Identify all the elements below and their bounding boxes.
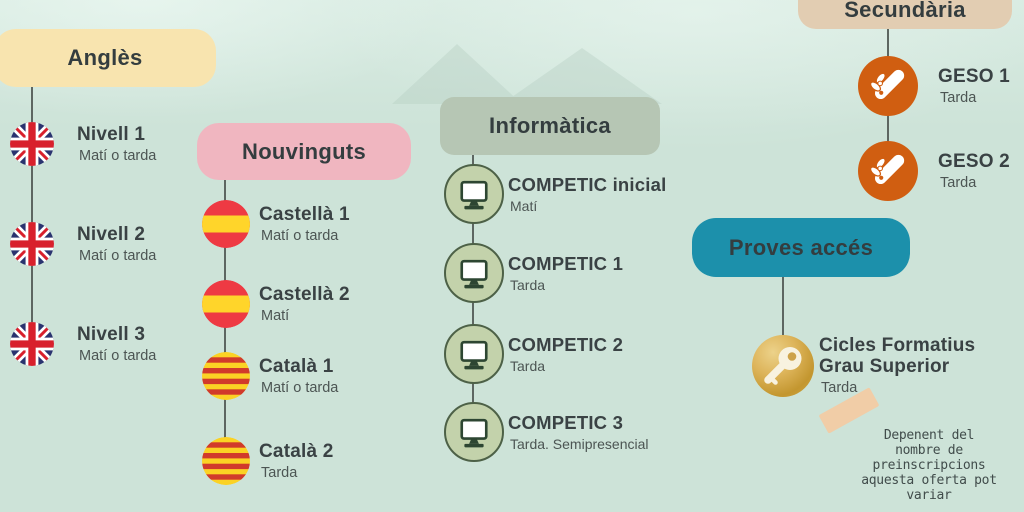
- disclaimer-note: Depenent del nombre de preinscripcions a…: [861, 428, 997, 503]
- connector-line-angles: [31, 86, 33, 346]
- course-schedule: Tarda: [821, 380, 858, 396]
- header-secundaria: Secundària: [798, 0, 1012, 29]
- course-schedule: Tarda: [940, 174, 977, 191]
- course-item-competic-1: COMPETIC 1 Tarda: [444, 243, 623, 303]
- course-item-nivell-1: Nivell 1 Matí o tarda: [10, 122, 156, 166]
- header-secundaria-label: Secundària: [844, 0, 966, 22]
- course-schedule: Matí o tarda: [79, 347, 157, 364]
- course-title: Cicles Formatius Grau Superior: [819, 335, 976, 377]
- course-title: COMPETIC 1: [508, 252, 624, 274]
- header-proves-acces: Proves accés: [692, 218, 910, 277]
- uk-flag-icon: [10, 122, 54, 166]
- computer-icon: [444, 164, 504, 224]
- uk-flag-icon: [10, 322, 54, 366]
- course-schedule: Tarda: [510, 357, 546, 374]
- course-schedule: Matí: [510, 197, 538, 214]
- header-angles: Anglès: [0, 29, 216, 87]
- computer-icon: [444, 324, 504, 384]
- course-item-catala-2: Català 2 Tarda: [202, 437, 333, 485]
- course-schedule: Matí: [261, 307, 290, 324]
- course-title: Nivell 3: [77, 323, 146, 345]
- course-schedule: Tarda: [940, 89, 977, 106]
- course-item-nivell-3: Nivell 3 Matí o tarda: [10, 322, 156, 366]
- course-title: Català 1: [259, 355, 334, 377]
- course-title: GESO 1: [938, 65, 1010, 87]
- course-schedule: Matí o tarda: [79, 147, 157, 164]
- header-informatica-label: Informàtica: [489, 113, 611, 138]
- diploma-icon: [858, 56, 918, 116]
- course-title: COMPETIC 2: [508, 333, 624, 355]
- course-schedule: Matí o tarda: [261, 227, 339, 244]
- header-proves-acces-label: Proves accés: [728, 234, 874, 260]
- course-item-nivell-2: Nivell 2 Matí o tarda: [10, 222, 156, 266]
- course-title: Castellà 1: [259, 203, 350, 225]
- spain-flag-icon: [202, 200, 250, 248]
- header-nouvinguts-label: Nouvinguts: [242, 138, 366, 164]
- course-item-castella-2: Castellà 2 Matí: [202, 280, 350, 328]
- course-title: COMPETIC 3: [508, 411, 624, 433]
- course-title: GESO 2: [938, 150, 1010, 172]
- course-item-competic-2: COMPETIC 2 Tarda: [444, 324, 623, 384]
- computer-icon: [444, 402, 504, 462]
- spain-flag-icon: [202, 280, 250, 328]
- course-item-geso-1: GESO 1 Tarda: [858, 56, 1010, 116]
- course-title: Català 2: [259, 440, 334, 462]
- catalonia-flag-icon: [202, 437, 250, 485]
- header-angles-label: Anglès: [67, 45, 143, 70]
- course-schedule: Tarda: [261, 464, 298, 481]
- course-schedule: Matí o tarda: [261, 379, 339, 396]
- uk-flag-icon: [10, 222, 54, 266]
- course-schedule: Matí o tarda: [79, 247, 157, 264]
- header-nouvinguts: Nouvinguts: [197, 123, 411, 180]
- connector-line-proves-acces: [782, 277, 784, 337]
- course-schedule: Tarda: [510, 276, 546, 293]
- key-icon: [752, 335, 814, 397]
- course-title: Nivell 2: [77, 223, 146, 245]
- course-item-castella-1: Castellà 1 Matí o tarda: [202, 200, 350, 248]
- background-mountains: [392, 44, 662, 104]
- course-item-competic-inicial: COMPETIC inicial Matí: [444, 164, 666, 224]
- course-item-cicles-formatius: Cicles Formatius Grau Superior Tarda: [752, 335, 975, 397]
- computer-icon: [444, 243, 504, 303]
- course-item-catala-1: Català 1 Matí o tarda: [202, 352, 338, 400]
- course-item-competic-3: COMPETIC 3 Tarda. Semipresencial: [444, 402, 649, 462]
- course-schedule: Tarda. Semipresencial: [510, 435, 649, 452]
- header-informatica: Informàtica: [440, 97, 660, 155]
- course-title: COMPETIC inicial: [508, 173, 667, 195]
- course-item-geso-2: GESO 2 Tarda: [858, 141, 1010, 201]
- diploma-icon: [858, 141, 918, 201]
- course-title: Nivell 1: [77, 123, 146, 145]
- course-title: Castellà 2: [259, 283, 350, 305]
- catalonia-flag-icon: [202, 352, 250, 400]
